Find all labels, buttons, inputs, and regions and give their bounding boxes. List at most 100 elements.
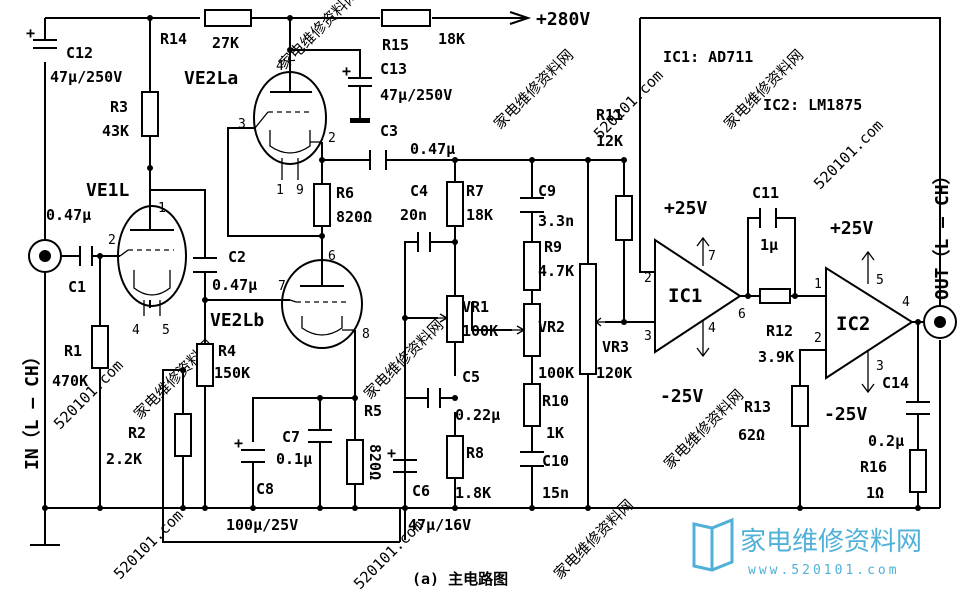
input-label: IN（L — CH）: [22, 347, 43, 470]
ic2-pos-supply: +25V: [830, 218, 874, 239]
svg-text:1: 1: [276, 183, 284, 198]
svg-text:5: 5: [162, 323, 170, 338]
svg-text:R8: R8: [466, 444, 484, 462]
svg-text:1.8K: 1.8K: [455, 484, 491, 502]
tube-label-ve2lb: VE2Lb: [210, 310, 264, 331]
svg-text:+: +: [387, 444, 396, 462]
svg-text:R12: R12: [766, 322, 793, 340]
resistor-r12: [759, 288, 791, 304]
capacitors: + + + +: [26, 24, 930, 473]
watermark: 家电维修资料网: [490, 46, 577, 133]
resistor-r10: [523, 383, 541, 427]
svg-text:2: 2: [108, 233, 116, 248]
svg-text:0.22μ: 0.22μ: [455, 406, 500, 424]
svg-text:3.9K: 3.9K: [758, 348, 794, 366]
svg-text:9: 9: [296, 183, 304, 198]
svg-text:3: 3: [644, 329, 652, 344]
svg-text:820Ω: 820Ω: [366, 444, 384, 480]
resistor-r13: [791, 385, 809, 427]
resistor-r8: [446, 435, 464, 479]
svg-text:7: 7: [708, 249, 716, 264]
svg-text:100K: 100K: [462, 322, 498, 340]
tube-label-ve1l: VE1L: [86, 180, 130, 201]
svg-text:R7: R7: [466, 182, 484, 200]
svg-text:7: 7: [278, 279, 286, 294]
ic1-legend: IC1: AD711: [663, 48, 753, 66]
svg-text:R6: R6: [336, 184, 354, 202]
svg-text:5: 5: [876, 273, 884, 288]
resistor-r15: [381, 9, 431, 27]
junctions: [42, 15, 921, 511]
watermark: 520101.com: [810, 116, 887, 193]
svg-text:VR2: VR2: [538, 318, 565, 336]
resistor-r5: [346, 439, 364, 485]
svg-text:1: 1: [158, 201, 166, 216]
resistor-r9: [523, 241, 541, 291]
opamp-ic2: [825, 266, 914, 380]
svg-text:0.47μ: 0.47μ: [212, 276, 257, 294]
svg-text:0.47μ: 0.47μ: [46, 206, 91, 224]
svg-text:R5: R5: [364, 402, 382, 420]
svg-text:R11: R11: [596, 106, 623, 124]
svg-text:2: 2: [644, 271, 652, 286]
svg-text:100μ/25V: 100μ/25V: [226, 516, 298, 534]
svg-text:R13: R13: [744, 398, 771, 416]
watermark: 520101.com: [50, 356, 127, 433]
svg-text:1μ: 1μ: [760, 236, 778, 254]
svg-text:2: 2: [328, 131, 336, 146]
svg-text:27K: 27K: [212, 34, 239, 52]
svg-text:15n: 15n: [542, 484, 569, 502]
output-jack: [923, 305, 957, 339]
svg-text:4.7K: 4.7K: [538, 262, 574, 280]
svg-text:+: +: [342, 62, 351, 80]
svg-text:R9: R9: [544, 238, 562, 256]
opamp-ic1: [654, 238, 742, 354]
svg-text:R3: R3: [110, 98, 128, 116]
svg-text:0.1μ: 0.1μ: [276, 450, 312, 468]
input-jack: [28, 239, 62, 273]
svg-text:1K: 1K: [546, 424, 564, 442]
svg-text:2.2K: 2.2K: [106, 450, 142, 468]
resistor-vr1: [446, 295, 464, 343]
svg-text:12K: 12K: [596, 132, 623, 150]
resistors: [91, 9, 927, 493]
svg-text:C9: C9: [538, 182, 556, 200]
svg-text:C14: C14: [882, 374, 909, 392]
svg-text:3.3n: 3.3n: [538, 212, 574, 230]
svg-text:43K: 43K: [102, 122, 129, 140]
watermark: 520101.com: [110, 506, 187, 583]
ic2-legend: IC2: LM1875: [763, 96, 862, 114]
tube-ve2lb: [281, 259, 363, 349]
resistor-r1: [91, 325, 109, 369]
resistor-r6: [313, 183, 331, 227]
svg-text:C7: C7: [282, 428, 300, 446]
resistor-r11: [615, 195, 633, 241]
svg-text:18K: 18K: [438, 30, 465, 48]
svg-text:4: 4: [708, 321, 716, 336]
svg-text:C1: C1: [68, 278, 86, 296]
resistor-r7: [446, 181, 464, 227]
svg-text:C5: C5: [462, 368, 480, 386]
svg-text:C8: C8: [256, 480, 274, 498]
labels: +280V IC1: AD711 IC2: LM1875 C12 47μ/250…: [22, 9, 953, 588]
svg-text:6: 6: [738, 307, 746, 322]
svg-text:20n: 20n: [400, 206, 427, 224]
svg-text:C2: C2: [228, 248, 246, 266]
site-logo: 家电维修资料网 www.520101.com: [692, 517, 922, 578]
logo-text: 家电维修资料网: [740, 527, 922, 557]
svg-text:4: 4: [276, 59, 284, 74]
svg-text:R1: R1: [64, 342, 82, 360]
tube-ve1l: [117, 198, 187, 316]
svg-text:+: +: [234, 434, 243, 452]
svg-text:3: 3: [238, 117, 246, 132]
ic2-label: IC2: [836, 313, 870, 335]
logo-url: www.520101.com: [748, 563, 900, 578]
svg-text:VR3: VR3: [602, 338, 629, 356]
svg-text:2: 2: [814, 331, 822, 346]
svg-text:0.47μ: 0.47μ: [410, 140, 455, 158]
ic1-label: IC1: [668, 285, 702, 307]
resistor-r16: [909, 449, 927, 493]
svg-text:R10: R10: [542, 392, 569, 410]
svg-text:R2: R2: [128, 424, 146, 442]
